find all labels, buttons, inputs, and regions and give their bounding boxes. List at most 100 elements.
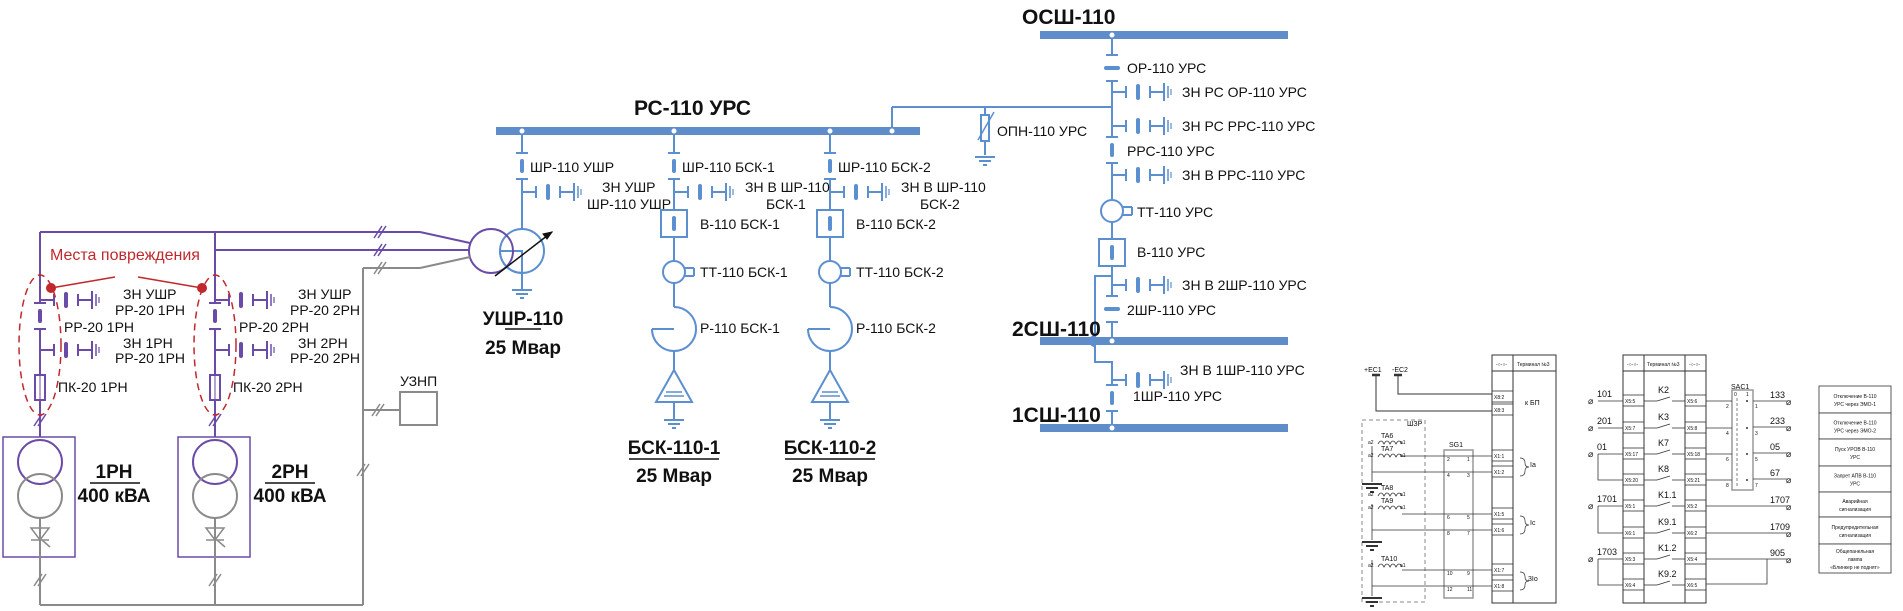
disconnector-bsk1-blade [672, 159, 676, 173]
cable-slash-icon [375, 403, 385, 417]
relay-contact-K3 [1656, 423, 1671, 429]
earth-switch-v-rrs-blade [1136, 167, 1140, 183]
current-limiting-reactor-bsk2 [807, 328, 831, 352]
terminal-X6:4: X6:4 [1625, 583, 1636, 589]
terminal-cell [1491, 579, 1514, 592]
terminal-X8:2: X8:2 [1494, 395, 1505, 401]
label-bsk1-name: БСК-110-1 [628, 438, 721, 459]
label-bsk2-earth-2: БСК-2 [920, 196, 960, 212]
terminal-cell [1491, 403, 1514, 416]
adjustable-arrow-icon [494, 231, 553, 277]
damage-pointer [50, 276, 116, 289]
output-05: 05 [1770, 442, 1780, 452]
winding-terminal-a2: a2 [1368, 563, 1374, 569]
capacitor-bank-icon-bsk1 [654, 367, 694, 403]
sg1-pin: 5 [1467, 515, 1470, 521]
cable-slash-icon [212, 413, 222, 427]
input-1701: 1701 [1597, 494, 1617, 504]
sac1-pin-7: 7 [1755, 483, 1758, 489]
label-bsk1-earth-2: БСК-1 [766, 196, 806, 212]
disconnector-or-110-blade-open [1104, 66, 1120, 70]
terminal-clamp-icon: ⌀ [1588, 554, 1594, 564]
shzr-cabinet [1361, 419, 1426, 603]
output-1707: 1707 [1770, 495, 1790, 505]
input-101: 101 [1597, 389, 1612, 399]
label-ta7: TA7 [1381, 446, 1393, 453]
bus-label-1sh: 1СШ-110 [1012, 404, 1101, 427]
function-label: сигнализация [1839, 507, 1871, 513]
label-2rn-disc: РР-20 2РН [239, 319, 309, 335]
cable-slash-icon [33, 413, 43, 427]
label-k8: K8 [1658, 464, 1669, 474]
disconnector-shr-ushr-blade [520, 159, 524, 173]
label-rrs: РРС-110 УРС [1127, 143, 1215, 159]
label-1rn-zn-ushr-1: ЗН УШР [123, 286, 177, 302]
diagram-shapes [2, 31, 1892, 607]
cable-slash-icon [373, 225, 383, 239]
terminal-X5:1: X5:1 [1625, 504, 1636, 510]
terminal-X5:17: X5:17 [1625, 452, 1638, 458]
function-label: Общепанельная [1836, 549, 1875, 555]
panel1-note-ia: Ia [1530, 462, 1536, 469]
sac1-switch [1731, 389, 1754, 491]
breaker-bsk2-contact [828, 216, 832, 231]
label-2rn-zn-2: РР-20 2РН [290, 350, 360, 366]
path [1597, 559, 1623, 586]
cable-slash-icon [373, 243, 383, 257]
label-ta9: TA9 [1381, 498, 1393, 505]
label-1rn-name: 1РН [96, 462, 133, 483]
terminal-cell [1491, 449, 1514, 462]
breaker-bsk1-contact [672, 216, 676, 231]
label-2shr: 2ШР-110 УРС [1127, 302, 1216, 318]
panel1-note-3io: 3Io [1528, 576, 1538, 583]
panel1-header: Терминал №3 [1517, 362, 1550, 368]
panel2-header-symbol-left: -○-○- [1627, 362, 1638, 368]
terminal-cell [1684, 473, 1707, 486]
label-1rn-disc: РР-20 1РН [64, 319, 134, 335]
brace-icon [1519, 571, 1530, 591]
label-ushr-earth-2: ШР-110 УШР [587, 196, 671, 212]
function-label: Пуск УРОВ В-110 [1835, 447, 1875, 453]
earth-switch-rs-rrs-blade [1136, 118, 1140, 134]
label-ushr-disc: ШР-110 УШР [530, 159, 614, 175]
function-cell [1818, 543, 1892, 574]
sac1-pin-5: 5 [1755, 457, 1758, 463]
transformer-winding-hv-1rn [17, 439, 63, 485]
cable-slash-icon [373, 261, 383, 275]
damage-zone-2rn [193, 274, 237, 416]
terminal-cell [1622, 421, 1645, 434]
cable-slash-icon [377, 261, 387, 275]
surge-arrester-icon [977, 111, 995, 141]
sg1-pin: 4 [1447, 473, 1450, 479]
cable-slash-icon [33, 573, 43, 587]
label-k2: K2 [1658, 385, 1669, 395]
terminal-cell [1491, 563, 1514, 576]
terminal-X5:8: X5:8 [1687, 426, 1698, 432]
sac1-pin-2: 2 [1726, 404, 1729, 410]
sg1-pin: 1 [1467, 457, 1470, 463]
output-233: 233 [1770, 416, 1785, 426]
label-bsk2-earth-1: ЗН В ШР-110 [901, 179, 986, 195]
input-201: 201 [1597, 416, 1612, 426]
sac1-contact [1746, 479, 1748, 481]
breaker-v-110-urs-contact [1110, 245, 1114, 260]
terminal-X1:5: X1:5 [1494, 512, 1505, 518]
path [1597, 506, 1623, 534]
label-zn-2shr: ЗН В 2ШР-110 УРС [1182, 277, 1307, 293]
sg1-pin: 10 [1447, 571, 1453, 577]
label-sac1: SAC1 [1731, 384, 1749, 391]
disconnector-1shr-110-blade [1110, 391, 1114, 405]
winding-terminal-a1: a1 [1400, 563, 1406, 569]
winding-terminal-a2: a2 [1368, 492, 1374, 498]
terminal-clamp-icon: ⌀ [1786, 449, 1792, 459]
terminal-X1:1: X1:1 [1494, 454, 1505, 460]
terminal-X5:7: X5:7 [1625, 426, 1636, 432]
label-bsk1-disc: ШР-110 БСК-1 [682, 159, 775, 175]
damage-pointer [137, 276, 203, 289]
label-ushr-earth-1: ЗН УШР [602, 179, 656, 195]
disconnector-rr20-1rn-blade [38, 309, 42, 323]
label-bsk2-reactor: Р-110 БСК-2 [856, 320, 936, 336]
cable-slash-icon [377, 225, 387, 239]
label-bsk1-rating: 25 Мвар [636, 466, 712, 487]
